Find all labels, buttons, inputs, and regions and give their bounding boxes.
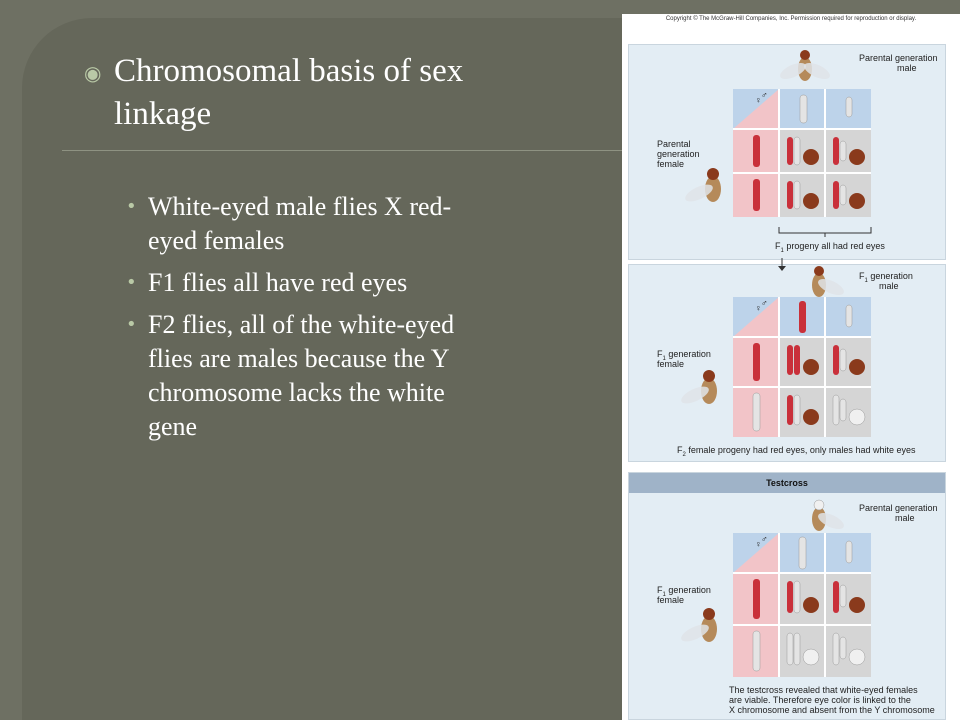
panel1-caption: F1 progeny all had red eyes <box>775 241 885 254</box>
female-fly-icon <box>681 370 717 404</box>
male-label-line2: male <box>897 63 917 73</box>
male-label-line1: Parental generation <box>859 53 938 63</box>
genetics-figure: Copyright © The McGraw-Hill Companies, I… <box>622 14 960 720</box>
panel-testcross: Testcross <box>628 472 946 720</box>
cell-symbol-female: ♀ <box>755 303 762 313</box>
title-divider <box>62 150 622 151</box>
cell-symbol-male: ♂ <box>761 90 768 100</box>
bullet-dot-icon: • <box>126 196 137 217</box>
female-label-line3: female <box>657 159 685 169</box>
male-fly-icon <box>812 266 844 297</box>
female-label-line1: Parental <box>657 139 691 149</box>
panel3-caption-line2: are viable. Therefore eye color is linke… <box>729 695 911 705</box>
slide-title: Chromosomal basis of sex linkage <box>114 53 464 132</box>
cell-symbol-female: ♀ <box>755 95 762 105</box>
panel3-caption-line1: The testcross revealed that white-eyed f… <box>729 685 918 695</box>
panel2-caption: F2 female progeny had red eyes, only mal… <box>677 445 916 458</box>
punnett-square-1 <box>685 50 872 237</box>
punnett-square-2 <box>681 266 871 437</box>
cell-symbol-male: ♂ <box>761 298 768 308</box>
male-fly-icon <box>780 50 830 81</box>
male-label-line2: male <box>879 281 899 291</box>
bullet-dot-icon: • <box>126 314 137 335</box>
male-fly-icon <box>812 499 844 531</box>
bullet-text: White-eyed male flies X red-eyed females <box>148 192 452 255</box>
cell-symbol-male: ♂ <box>761 534 768 544</box>
copyright-notice: Copyright © The McGraw-Hill Companies, I… <box>665 16 917 22</box>
bullet-item: • F2 flies, all of the white-eyed flies a… <box>126 308 496 444</box>
panel-f1-cross: ♀ ♂ F1 generation male F1 generation fem… <box>628 264 946 462</box>
bullet-text: F2 flies, all of the white-eyed flies ar… <box>148 310 455 441</box>
female-fly-icon <box>681 608 717 642</box>
female-label-line1: F1 generation <box>657 585 711 598</box>
testcross-header: Testcross <box>629 473 945 493</box>
punnett-square-3 <box>681 499 871 677</box>
bullet-list: • White-eyed male flies X red-eyed female… <box>126 190 496 452</box>
bullet-text: F1 flies all have red eyes <box>148 268 408 297</box>
female-label-line2: female <box>657 595 685 605</box>
male-label-line1: Parental generation <box>859 503 938 513</box>
bullet-dot-icon: • <box>126 272 137 293</box>
down-arrow-icon <box>778 258 786 271</box>
bullet-item: • White-eyed male flies X red-eyed female… <box>126 190 496 258</box>
male-label-line1: F1 generation <box>859 271 913 284</box>
cell-symbol-female: ♀ <box>755 539 762 549</box>
female-label-line1: F1 generation <box>657 349 711 362</box>
male-label-line2: male <box>895 513 915 523</box>
female-label-line2: female <box>657 359 685 369</box>
female-fly-icon <box>685 168 721 202</box>
panel3-caption-line3: X chromosome and absent from the Y chrom… <box>729 705 935 715</box>
title-bullet-icon: ◉ <box>84 61 102 85</box>
bullet-item: • F1 flies all have red eyes <box>126 266 496 300</box>
panel-parental-cross: ♀ ♂ Parental generation male Parental ge… <box>628 44 946 260</box>
female-label-line2: generation <box>657 149 700 159</box>
